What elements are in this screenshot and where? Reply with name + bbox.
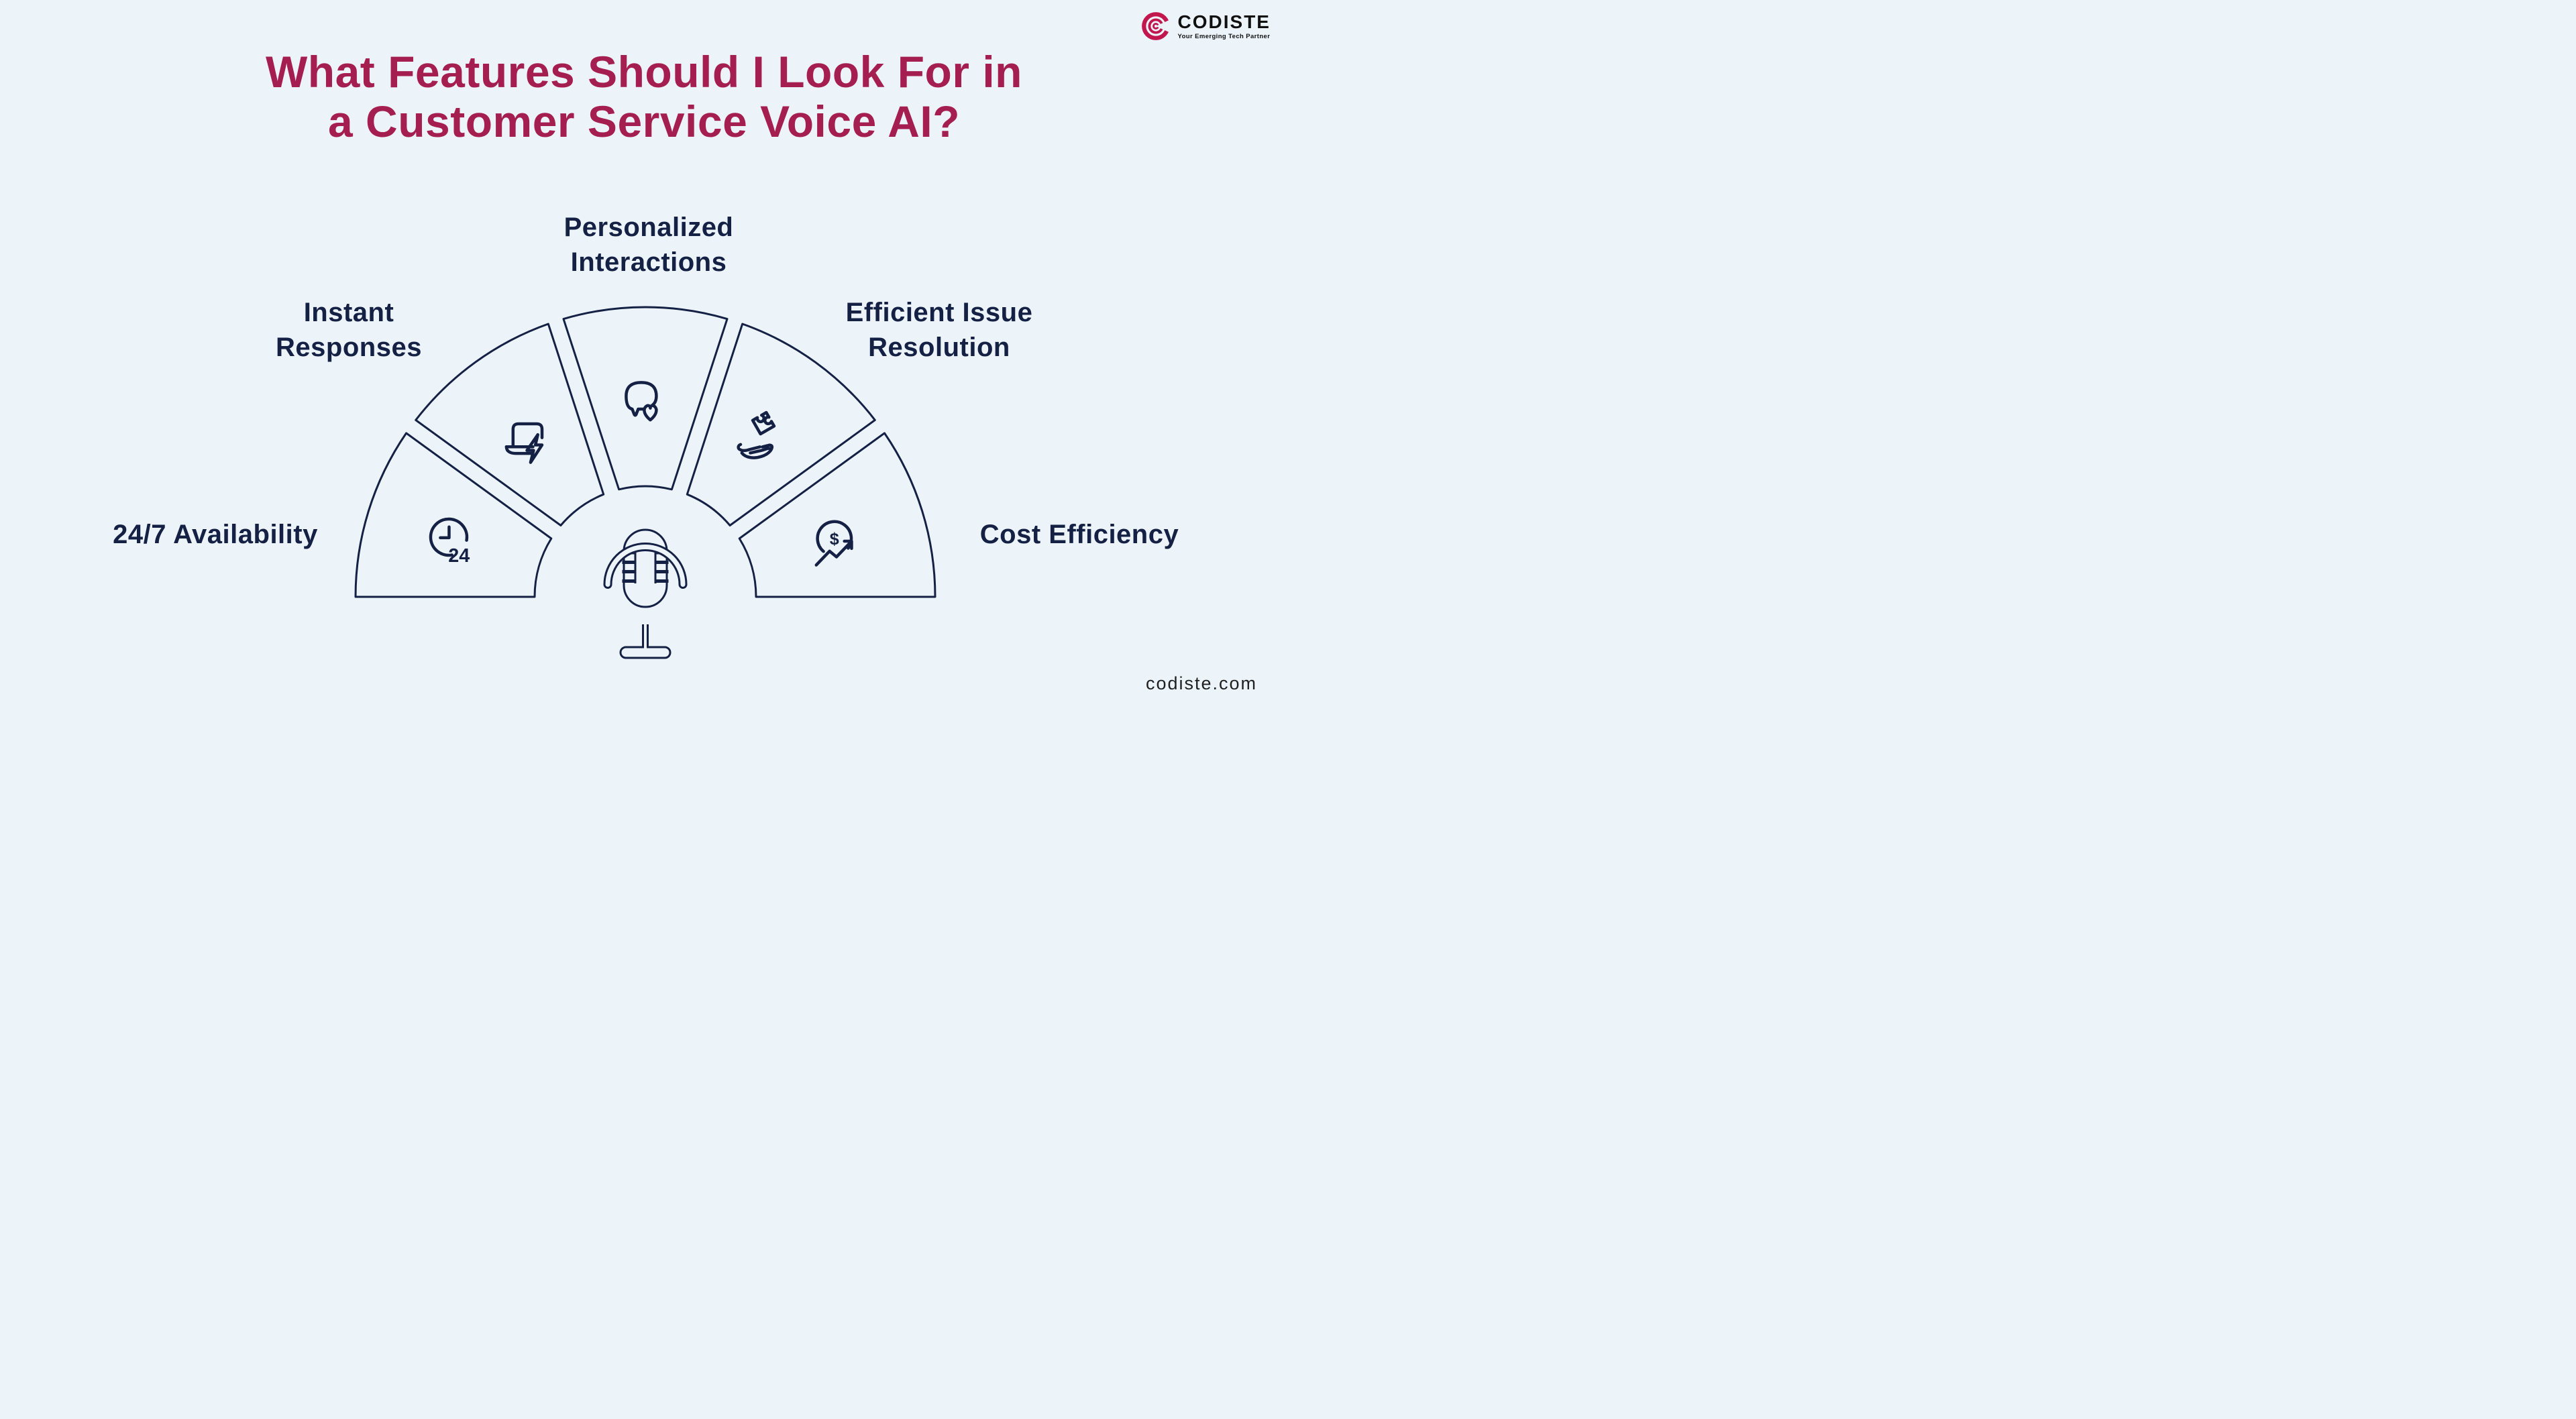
- feature-label-instant-responses: Instant Responses: [276, 298, 422, 362]
- segment-24-7-availability: [354, 432, 553, 598]
- segment-instant-responses: [415, 323, 605, 526]
- feature-fan-diagram: [354, 306, 936, 659]
- clock-24-icon: 24: [429, 517, 470, 567]
- infographic-canvas: CODISTE Your Emerging Tech Partner What …: [0, 0, 1288, 710]
- codiste-logo: CODISTE Your Emerging Tech Partner: [1140, 11, 1271, 42]
- clock-24-text: 24: [448, 545, 470, 567]
- logo-tagline: Your Emerging Tech Partner: [1177, 33, 1271, 40]
- segment-cost-efficiency: [738, 432, 936, 598]
- feature-label-personalized-interactions: Personalized Interactions: [564, 213, 734, 277]
- feature-label-247-availability: 24/7 Availability: [113, 520, 318, 549]
- feature-label-cost-efficiency: Cost Efficiency: [979, 520, 1179, 549]
- page-title-line1: What Features Should I Look For in: [265, 47, 1022, 97]
- dollar-sign-text: $: [830, 530, 839, 549]
- chat-heart-icon: [625, 381, 658, 422]
- dollar-growth-icon: $: [814, 520, 853, 567]
- feature-label-efficient-issue-resolution: Efficient Issue Resolution: [845, 298, 1033, 362]
- segment-efficient-issue-resolution: [686, 323, 876, 526]
- logo-name: CODISTE: [1177, 11, 1271, 32]
- page-title-line2: a Customer Service Voice AI?: [327, 97, 961, 146]
- laptop-lightning-icon: [504, 422, 544, 464]
- website-url: codiste.com: [1145, 673, 1257, 693]
- segment-personalized-interactions: [562, 306, 729, 491]
- hand-puzzle-icon: [737, 410, 776, 459]
- page-title: What Features Should I Look For in a Cus…: [0, 47, 1288, 146]
- microphone-icon: [603, 528, 688, 659]
- codiste-logo-icon: [1141, 12, 1171, 40]
